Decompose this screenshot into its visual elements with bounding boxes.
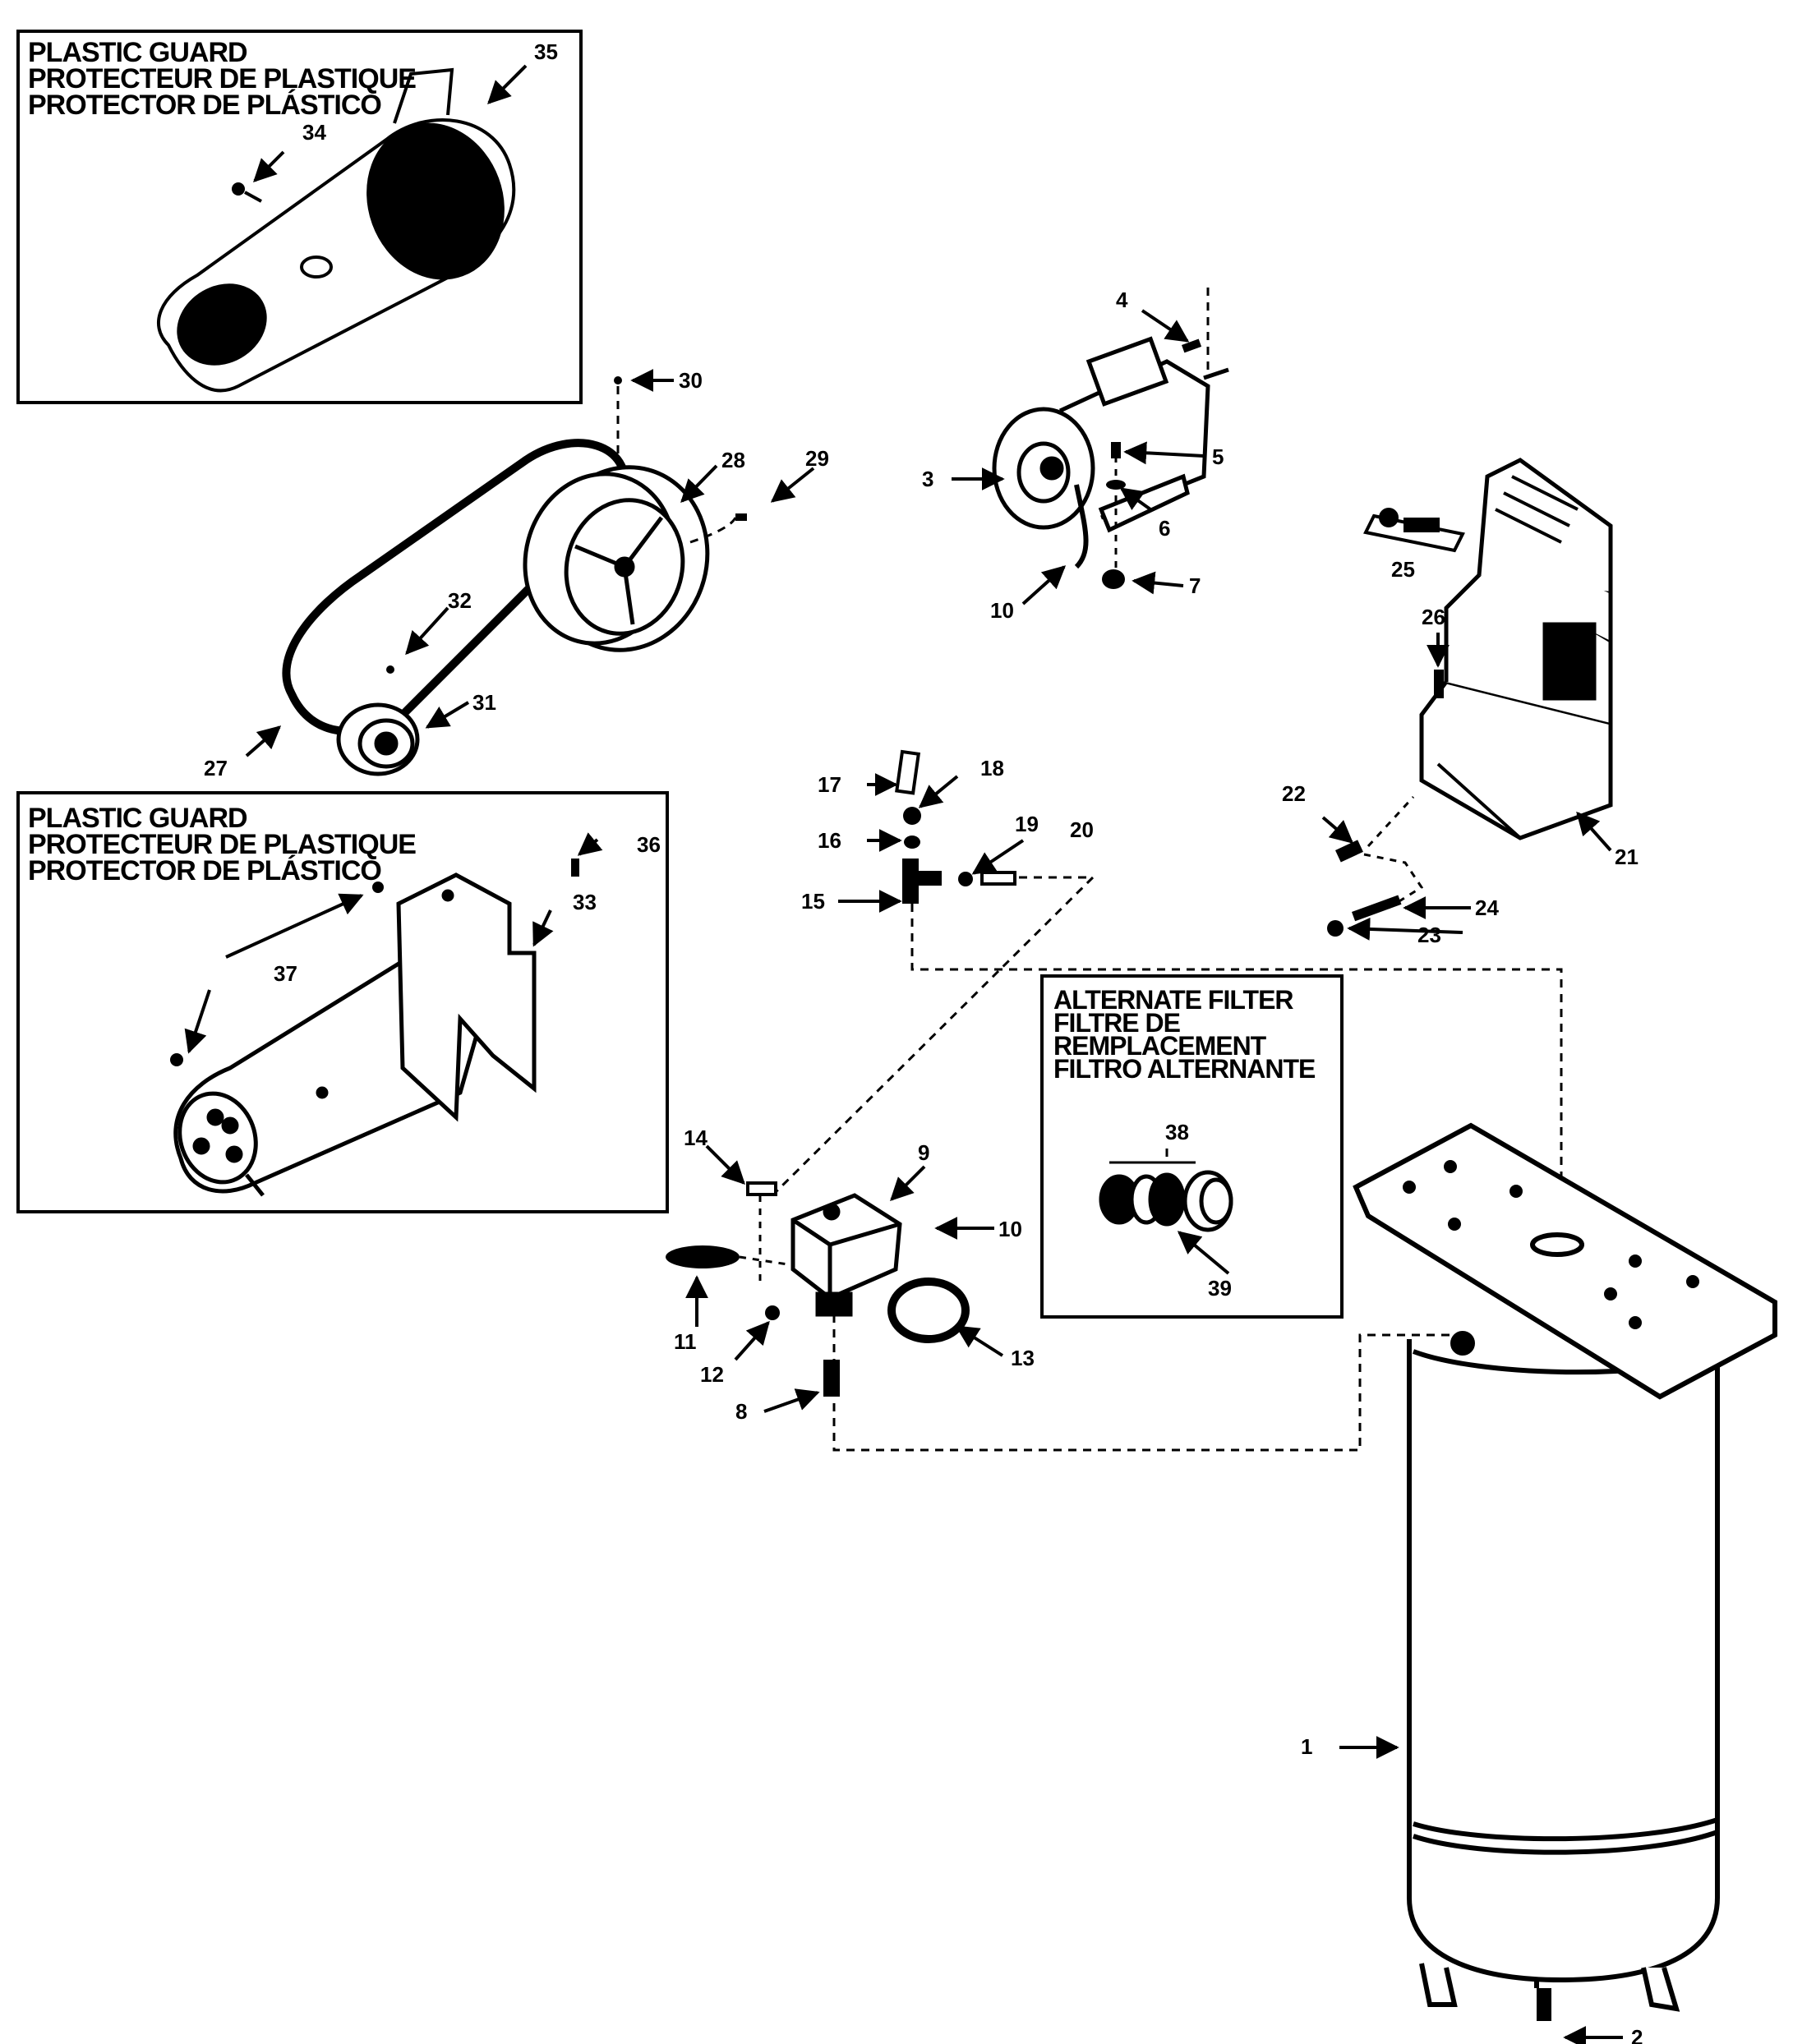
guard-top-title-es: PROTECTOR DE PLÁSTICO [28, 90, 382, 121]
guard-bottom-title: PLASTIC GUARD PROTECTEUR DE PLASTIQUE PR… [28, 803, 417, 886]
part-15-check-valve [902, 859, 942, 904]
part-1-tank [1407, 1339, 1720, 2012]
alt-filter-title-en: ALTERNATE FILTER [1053, 985, 1294, 1015]
part-9-pressure-switch [790, 1193, 902, 1317]
guard-bottom-title-es: PROTECTOR DE PLÁSTICO [28, 855, 382, 886]
callout-33: 33 [573, 890, 597, 914]
alt-filter-title-fr2: REMPLACEMENT [1053, 1031, 1266, 1061]
callout-10-switch: 10 [998, 1217, 1022, 1241]
callout-27: 27 [204, 756, 228, 780]
callout-12: 12 [700, 1362, 724, 1387]
callout-36: 36 [637, 832, 661, 857]
part-22-fitting [1334, 840, 1363, 863]
callout-34: 34 [302, 120, 326, 145]
callout-4: 4 [1116, 288, 1128, 312]
callout-2: 2 [1631, 2025, 1643, 2044]
part-31-motor-pulley [336, 702, 420, 776]
callout-26: 26 [1422, 605, 1445, 629]
callout-1: 1 [1301, 1734, 1313, 1759]
callout-6: 6 [1159, 516, 1171, 541]
guard-bottom-title-fr: PROTECTEUR DE PLASTIQUE [28, 829, 417, 860]
callout-18: 18 [980, 756, 1004, 780]
part-25-filter [1363, 508, 1465, 553]
callout-21: 21 [1615, 845, 1639, 869]
alternate-filter-box [1040, 974, 1344, 1319]
plastic-guard-bottom-box [16, 791, 669, 1213]
callout-29: 29 [805, 446, 829, 471]
part-2-drain-valve [1537, 1988, 1551, 2021]
part-12-nut [765, 1305, 780, 1320]
callout-24: 24 [1475, 895, 1499, 920]
alt-filter-title-fr1: FILTRE DE [1053, 1008, 1181, 1038]
callout-16: 16 [818, 828, 841, 853]
part-19-nut [958, 872, 973, 886]
callout-9: 9 [918, 1140, 930, 1165]
callout-39: 39 [1208, 1276, 1232, 1301]
part-36-screw [571, 859, 579, 877]
callout-15: 15 [801, 889, 825, 914]
callout-32: 32 [448, 588, 472, 613]
alt-filter-title-es: FILTRO ALTERNANTE [1053, 1054, 1316, 1084]
part-33-bracket [396, 872, 537, 1122]
part-4-key [1182, 338, 1202, 353]
part-30-screw [614, 376, 622, 384]
alt-filter-title: ALTERNATE FILTER FILTRE DE REMPLACEMENT … [1053, 985, 1316, 1084]
callout-8: 8 [735, 1399, 748, 1424]
part-18-nut [903, 807, 921, 825]
callout-22: 22 [1282, 781, 1306, 806]
callout-11: 11 [674, 1329, 697, 1354]
part-29-key [735, 513, 747, 521]
callout-38: 38 [1165, 1120, 1189, 1144]
part-38-39-alternate-filter [1099, 1161, 1233, 1232]
guard-top-title: PLASTIC GUARD PROTECTEUR DE PLASTIQUE PR… [28, 37, 417, 121]
callout-17: 17 [818, 772, 841, 797]
callout-19: 19 [1015, 812, 1039, 836]
part-16-sleeve [904, 836, 920, 849]
callout-30: 30 [679, 368, 703, 393]
callout-28: 28 [721, 448, 745, 472]
guard-top-title-en: PLASTIC GUARD [28, 37, 248, 68]
part-34-screw [232, 182, 262, 203]
part-11-valve [666, 1245, 740, 1268]
part-5-bolt [1111, 442, 1121, 458]
part-3-motor [992, 336, 1229, 533]
callout-37: 37 [274, 961, 297, 986]
callout-13: 13 [1011, 1346, 1035, 1370]
callout-7: 7 [1189, 573, 1201, 598]
part-32-setscrew [386, 665, 394, 674]
callout-3: 3 [922, 467, 934, 491]
leader-arrows [184, 64, 1623, 2044]
guard-top-title-fr: PROTECTEUR DE PLASTIQUE [28, 63, 417, 94]
part-24-tube [1351, 895, 1402, 922]
part-37-screw [170, 1053, 183, 1066]
part-37-bolt [372, 882, 384, 893]
plastic-guard-top-box [16, 30, 583, 404]
tank-top-plate [1353, 1122, 1777, 1400]
part-20-tube [980, 871, 1016, 886]
part-21-pump [1419, 458, 1613, 840]
part-10-cord-motor [1074, 484, 1089, 569]
part-8-nipple [823, 1360, 840, 1397]
callout-31: 31 [472, 690, 496, 715]
callout-5: 5 [1212, 444, 1224, 469]
callout-14: 14 [684, 1126, 708, 1150]
callout-35: 35 [534, 39, 558, 64]
part-23-nut [1327, 920, 1344, 937]
part-13-gauge [887, 1278, 970, 1343]
callout-10-motor: 10 [990, 598, 1014, 623]
part-17-tube [895, 749, 921, 795]
callout-20: 20 [1070, 817, 1094, 842]
callout-23: 23 [1417, 923, 1441, 947]
part-14-fitting [746, 1181, 777, 1196]
part-35-plastic-guard [156, 67, 516, 393]
part-26-bolt [1434, 670, 1444, 698]
part-7-nut [1102, 569, 1125, 589]
callout-25: 25 [1391, 557, 1415, 582]
guard-bottom-title-en: PLASTIC GUARD [28, 803, 248, 834]
part-28-flywheel-pulley [523, 465, 710, 652]
